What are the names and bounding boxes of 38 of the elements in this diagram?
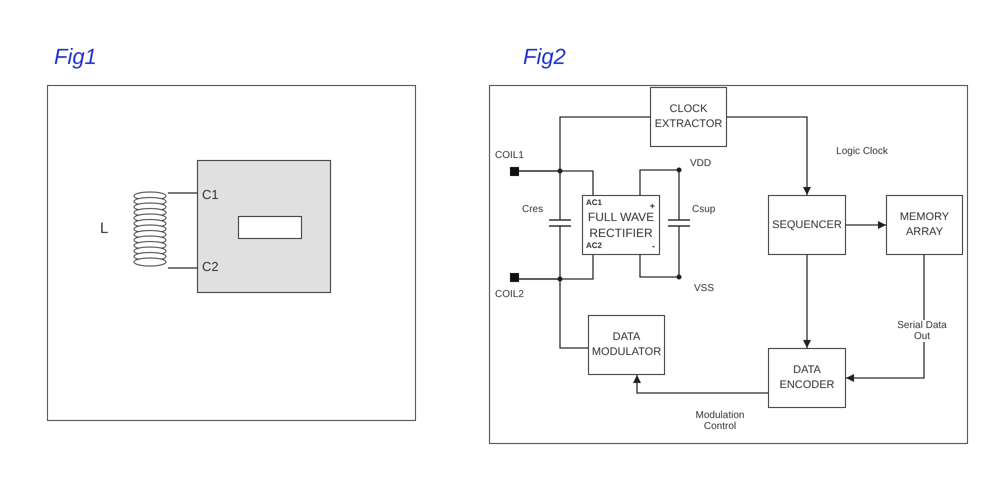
block-box: [588, 315, 665, 375]
figure-title: Fig2: [523, 44, 566, 70]
wire: [168, 267, 197, 269]
wire: [639, 234, 680, 278]
wire: [639, 169, 680, 212]
terminal-label: COIL2: [495, 289, 524, 300]
block-label: SEQUENCER: [771, 218, 843, 232]
block-box: [650, 87, 727, 147]
chip-label-box: [238, 216, 302, 239]
arrow: [846, 221, 886, 229]
wire: [168, 192, 197, 194]
capacitor-label: Csup: [692, 204, 716, 215]
inductor-label: L: [100, 220, 108, 237]
block-label: DATA ENCODER: [778, 363, 836, 393]
pin-label: C1: [202, 187, 219, 202]
block-label: CLOCK EXTRACTOR: [654, 102, 724, 132]
pin-label: C2: [202, 259, 219, 274]
terminal-label: COIL1: [495, 150, 524, 161]
wire: [519, 170, 561, 212]
arrow: [633, 375, 768, 394]
arrow: [803, 255, 811, 348]
wire: [519, 278, 588, 349]
supply-label: VDD: [690, 158, 712, 169]
polarity-sign: -: [652, 240, 655, 252]
arrow: [727, 116, 811, 195]
pin-label: AC2: [586, 241, 602, 252]
block-label: MEMORY ARRAY: [898, 210, 950, 240]
block-box: [768, 195, 846, 255]
block-label: DATA MODULATOR: [590, 330, 662, 360]
figure-title: Fig1: [54, 44, 97, 70]
block-box: [886, 195, 963, 255]
block-box: [768, 348, 846, 408]
capacitor-label: Cres: [522, 204, 544, 215]
chip-box: [197, 160, 331, 293]
supply-label: VSS: [694, 283, 714, 294]
pin-label: AC1: [586, 198, 602, 209]
rectifier-box: [582, 195, 660, 255]
arrow: [846, 255, 925, 382]
